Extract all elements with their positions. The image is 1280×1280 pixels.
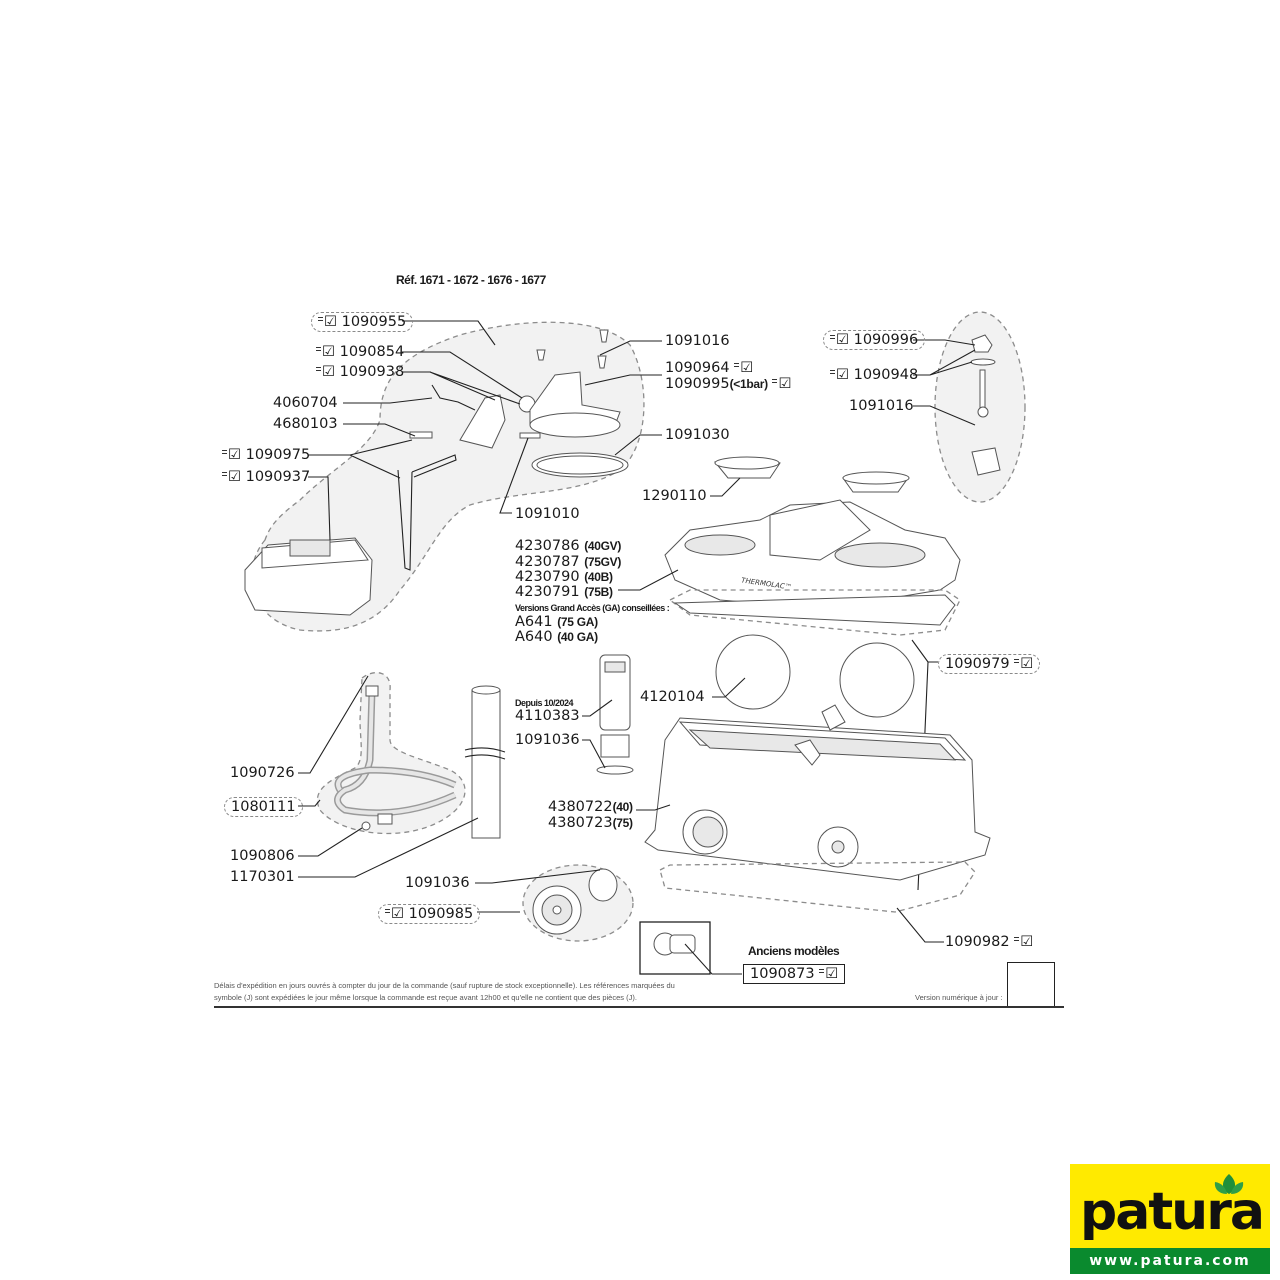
since-date-note: Depuis 10/2024 [515,698,574,708]
part-label-A641[interactable]: A641 (75 GA) [515,614,598,630]
part-label-4230790[interactable]: 4230790 (40B) [515,569,613,585]
part-label-4060704[interactable]: 4060704 [273,395,338,411]
shipping-footnote: Délais d'expédition en jours ouvrés à co… [214,980,984,1004]
part-label-1170301[interactable]: 1170301 [230,869,295,885]
express-shipping-icon: ☑ [830,332,849,348]
part-label-4230786[interactable]: 4230786 (40GV) [515,538,622,554]
part-label-1091030[interactable]: 1091030 [665,427,730,443]
float-box-part [244,537,373,616]
part-label-1091016-cap[interactable]: 1091016 [849,398,914,414]
express-shipping-icon: ☑ [222,469,241,485]
part-label-A640[interactable]: A640 (40 GA) [515,629,598,645]
logo-url: www.patura.com [1070,1248,1270,1274]
express-shipping-icon: ☑ [385,906,404,922]
part-label-1091016[interactable]: 1091016 [665,333,730,349]
part-label-1090982[interactable]: 1090982 ☑ [945,934,1034,950]
part-label-1090975[interactable]: ☑ 1090975 [222,447,310,463]
part-label-1090726[interactable]: 1090726 [230,765,295,781]
part-label-1090996[interactable]: ☑ 1090996 [823,330,926,350]
express-shipping-icon: ☑ [772,376,791,392]
part-label-4380723[interactable]: 4380723(75) [548,815,633,831]
filter-part [596,654,634,775]
express-shipping-icon: ☑ [318,314,337,330]
part-label-1290110[interactable]: 1290110 [642,488,707,504]
diagram-title: Réf. 1671 - 1672 - 1676 - 1677 [396,273,546,287]
arm-rod-part [431,384,476,411]
pin-part [409,431,433,439]
base-seal-group [659,861,976,913]
kit-group-hose [316,672,466,835]
trough-body-part [644,704,991,881]
u-bracket-part [397,454,457,571]
part-label-1090873[interactable]: 1090873 ☑ [743,964,846,984]
express-shipping-icon: ☑ [734,360,753,376]
part-label-1090938[interactable]: ☑ 1090938 [316,364,404,380]
part-label-1090985[interactable]: ☑ 1090985 [378,904,481,924]
express-shipping-icon: ☑ [316,364,335,380]
express-shipping-icon: ☑ [222,447,241,463]
part-label-1090964[interactable]: 1090964 ☑ [665,360,754,376]
part-label-4120104[interactable]: 4120104 [640,689,705,705]
part-label-1090995[interactable]: 1090995(<1bar) ☑ [665,376,792,392]
leaf-icon [1214,1174,1244,1194]
express-shipping-icon: ☑ [316,344,335,360]
part-label-1080111[interactable]: 1080111 [224,797,303,817]
lever-part [459,394,506,449]
part-label-1090979[interactable]: 1090979 ☑ [938,654,1041,674]
part-label-1091010[interactable]: 1091010 [515,506,580,522]
part-label-1091036[interactable]: 1091036 [515,732,580,748]
patura-logo: patura www.patura.com [1070,1164,1270,1274]
part-label-1090948[interactable]: ☑ 1090948 [830,367,918,383]
logo-wordmark: patura [1080,1182,1265,1242]
express-shipping-icon: ☑ [1014,934,1033,950]
part-label-1090937[interactable]: ☑ 1090937 [222,469,310,485]
lid-seal-group [668,589,961,636]
part-label-1090955[interactable]: ☑ 1090955 [311,312,414,332]
footer-divider [214,1006,1064,1008]
express-shipping-icon: ☑ [1014,656,1033,672]
old-models-heading: Anciens modèles [748,944,840,958]
part-label-1091036-drain[interactable]: 1091036 [405,875,470,891]
float-ball-part [715,634,791,710]
part-label-4380722[interactable]: 4380722(40) [548,799,633,815]
part-label-1090854[interactable]: ☑ 1090854 [316,344,404,360]
old-valve-part [653,932,696,956]
lid-part [664,499,961,609]
ga-versions-heading: Versions Grand Accès (GA) conseillées : [515,603,670,613]
express-shipping-icon: ☑ [830,367,849,383]
part-label-4680103[interactable]: 4680103 [273,416,338,432]
qr-code-frame[interactable] [1007,962,1055,1008]
digital-version-label: Version numérique à jour : [915,993,1003,1002]
part-label-4110383[interactable]: 4110383 [515,708,580,724]
express-shipping-icon: ☑ [819,966,838,982]
part-label-4230791[interactable]: 4230791 (75B) [515,584,613,600]
footnote-line-2: symbole (J) sont expédiées le jour même … [214,993,637,1002]
part-label-4230787[interactable]: 4230787 (75GV) [515,554,622,570]
part-label-1090806[interactable]: 1090806 [230,848,295,864]
footnote-line-1: Délais d'expédition en jours ouvrés à co… [214,981,675,990]
float-ball-part [839,642,915,718]
tube-part [464,685,506,839]
